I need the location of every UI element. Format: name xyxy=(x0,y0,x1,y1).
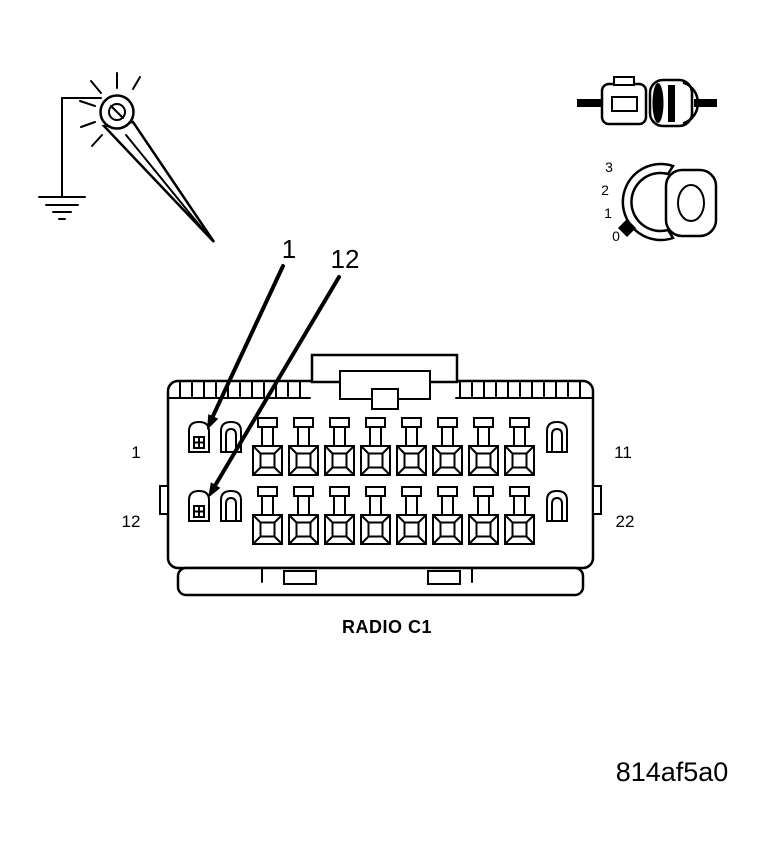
arrowhead-12-icon xyxy=(208,482,221,498)
pin-label-1: 1 xyxy=(131,443,140,462)
ignition-position-1: 1 xyxy=(604,205,612,221)
position-indicator xyxy=(618,219,636,237)
test-light-ground-icon xyxy=(38,72,216,243)
callout-line-12 xyxy=(214,275,341,486)
pin-label-12: 12 xyxy=(122,512,141,531)
callout-pin-1: 1 xyxy=(207,234,296,430)
top-latch-tab xyxy=(310,353,459,410)
ignition-position-3: 3 xyxy=(605,159,613,175)
pin-12-cavity xyxy=(188,490,210,522)
pin-22-cavity xyxy=(546,490,568,522)
switch-bezel xyxy=(621,162,675,242)
connector-label: RADIO C1 xyxy=(342,617,432,637)
key-slot xyxy=(677,184,705,222)
figure-code: 814af5a0 xyxy=(616,757,729,787)
ground-symbol-icon xyxy=(38,196,86,220)
pin-11-cavity xyxy=(546,421,568,453)
top-rib-band xyxy=(167,381,594,399)
callout-pin-12: 12 xyxy=(208,244,359,498)
pin-label-11: 11 xyxy=(614,443,632,462)
inline-connector-icon xyxy=(577,76,717,128)
side-key-left xyxy=(159,485,169,515)
ignition-position-0: 0 xyxy=(612,228,620,244)
key-cylinder-face xyxy=(664,168,718,238)
radio-c1-connector: 1 11 12 22 RADIO C1 xyxy=(122,353,635,637)
side-key-right xyxy=(592,485,602,515)
pin-label-22: 22 xyxy=(616,512,635,531)
callout-label-1: 1 xyxy=(282,234,296,264)
ignition-position-2: 2 xyxy=(601,182,609,198)
bottom-base-strip xyxy=(176,566,585,597)
callout-label-12: 12 xyxy=(331,244,360,274)
callout-line-1 xyxy=(211,264,285,418)
ignition-switch-icon: 3 2 1 0 xyxy=(601,159,718,244)
light-rays-icon xyxy=(79,72,141,147)
arrowhead-1-icon xyxy=(207,414,219,430)
pin-1-cavity xyxy=(188,421,210,453)
